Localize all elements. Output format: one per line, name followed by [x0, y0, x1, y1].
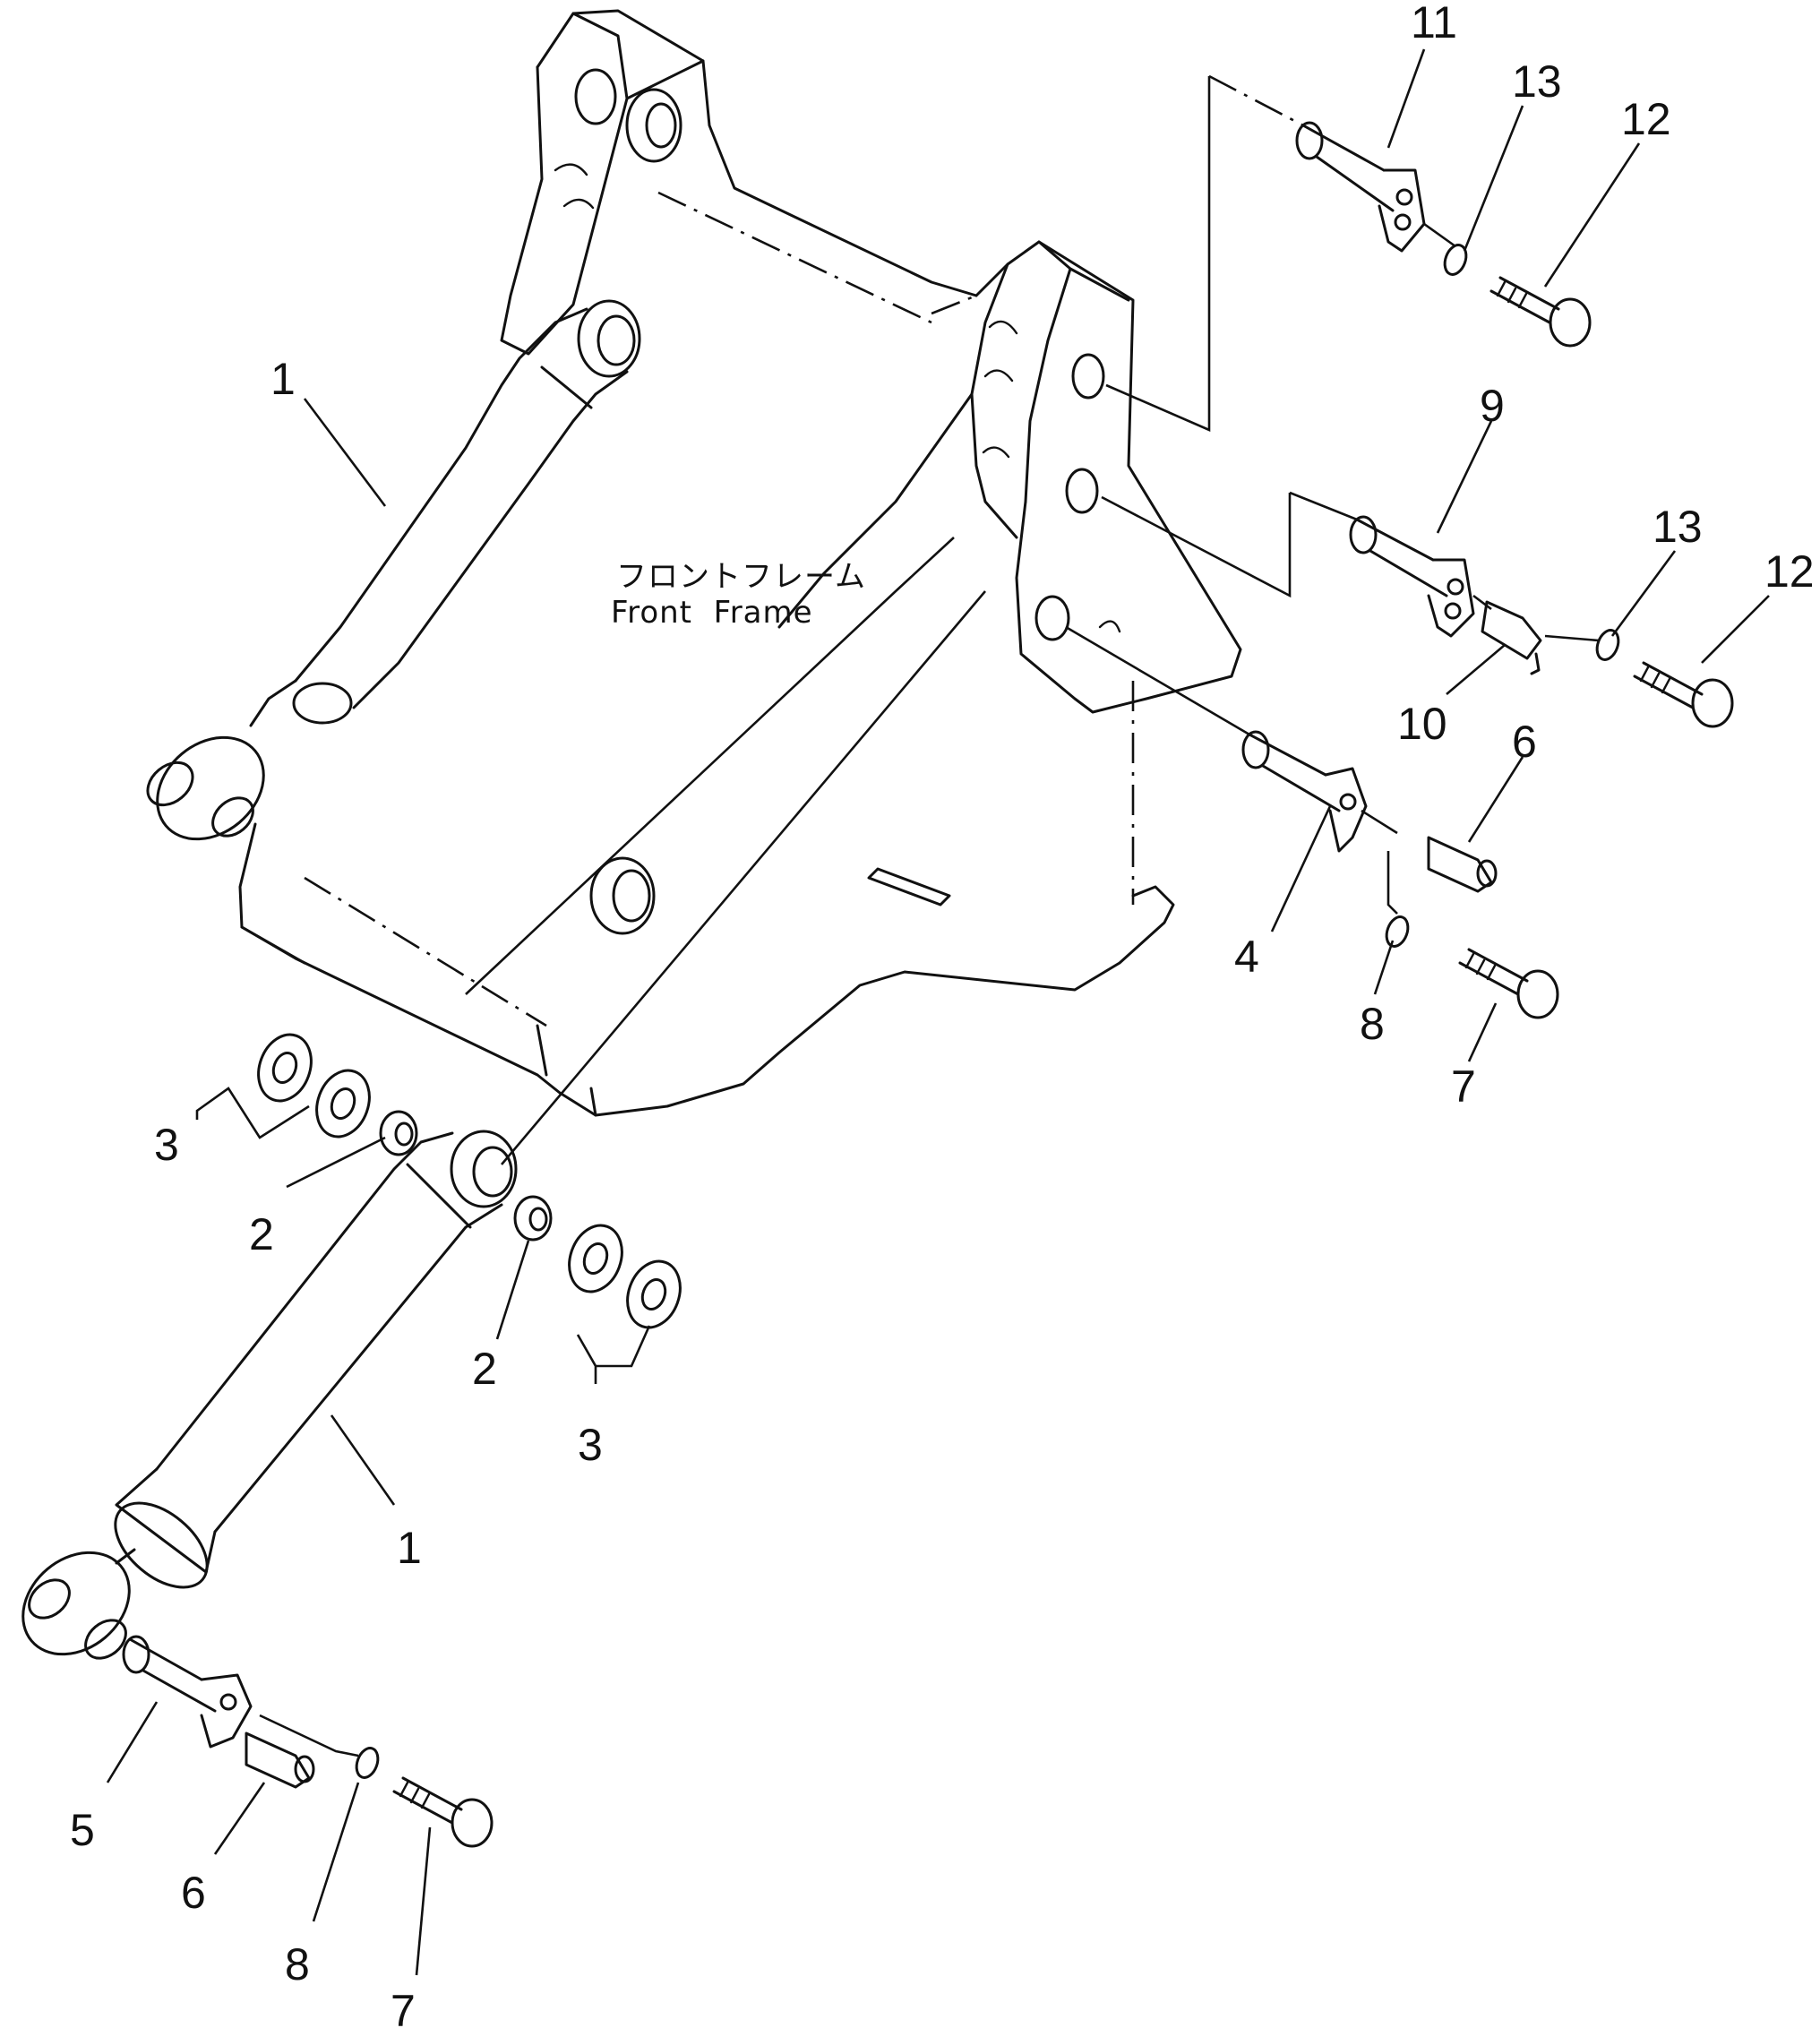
assembly-lines	[259, 74, 1600, 1757]
callout-1-lower: 1	[397, 1523, 422, 1573]
fasteners	[245, 244, 1734, 1848]
bushing-2-upper	[379, 1110, 418, 1156]
washer-3-lower-a	[568, 1224, 623, 1293]
washer-3-upper-b	[315, 1069, 371, 1139]
lower-cylinder	[21, 1130, 518, 1660]
callout-1-upper: 1	[270, 354, 296, 404]
washer-3-upper-a	[257, 1033, 313, 1103]
washers-and-bushings	[257, 1033, 682, 1329]
callout-6-lower: 6	[181, 1868, 206, 1918]
pins	[122, 121, 1475, 1749]
front-frame	[238, 9, 1242, 1117]
callout-8-lower: 8	[285, 1939, 310, 1989]
callout-9: 9	[1480, 381, 1505, 431]
bushing-2-lower	[513, 1195, 553, 1242]
callout-3-upper: 3	[154, 1120, 179, 1170]
washer-3-lower-b	[626, 1259, 682, 1329]
callout-2-lower: 2	[472, 1344, 497, 1394]
callout-11: 11	[1411, 0, 1457, 47]
callout-4: 4	[1234, 932, 1259, 982]
callout-7-lower: 7	[391, 1986, 416, 2028]
upper-cylinder	[146, 299, 641, 841]
front-frame-label-jp: フロントフレーム	[616, 559, 866, 595]
callout-2-upper: 2	[249, 1209, 274, 1259]
front-frame-label: フロントフレーム Front Frame	[611, 559, 866, 631]
callout-3-lower: 3	[578, 1420, 603, 1470]
callout-5: 5	[70, 1805, 95, 1855]
callout-12-right: 12	[1764, 546, 1815, 597]
callout-numbers: 1 11 13 12 9 13 12 10 6 4 8 7 3 2 2 3 1 …	[70, 0, 1815, 2028]
callout-13-right: 13	[1653, 502, 1703, 552]
callout-13-upper: 13	[1512, 56, 1562, 107]
callout-8-upper: 8	[1360, 999, 1385, 1049]
callout-leaders	[106, 48, 1770, 1976]
callout-12-upper: 12	[1621, 94, 1671, 144]
front-frame-label-en: Front Frame	[611, 595, 813, 631]
callout-7-upper: 7	[1451, 1061, 1476, 1112]
callout-10: 10	[1397, 699, 1447, 749]
callout-6-upper: 6	[1512, 717, 1537, 767]
